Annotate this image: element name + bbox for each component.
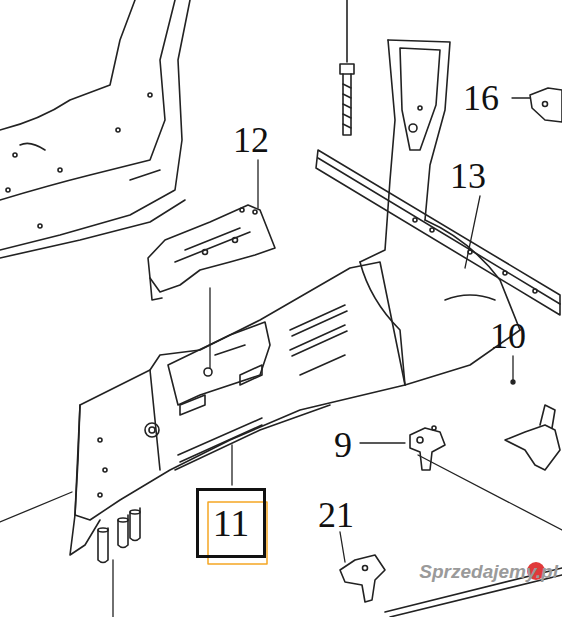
- callout-number: 9: [334, 427, 352, 463]
- bolt: [340, 0, 354, 135]
- callout-number: 10: [490, 318, 526, 354]
- callout-number: 16: [463, 80, 499, 116]
- rail-bracket: [168, 322, 270, 405]
- clip: [410, 426, 445, 470]
- leader-lines: [0, 98, 562, 617]
- clip: [505, 405, 560, 470]
- cross-member: [316, 150, 560, 315]
- highlight-frame: [208, 502, 267, 564]
- side-panel: [0, 0, 190, 258]
- callout-number: 11: [213, 504, 250, 542]
- callout-number: 13: [450, 158, 486, 194]
- side-member: [70, 262, 405, 563]
- callout-box: 11: [196, 488, 266, 558]
- watermark: Sprzedajemy.pl: [419, 561, 558, 583]
- small-bracket: [530, 88, 562, 122]
- callout-number: 21: [318, 497, 354, 533]
- clip: [340, 555, 385, 602]
- bracket: [148, 205, 275, 300]
- callout-number: 12: [233, 122, 269, 158]
